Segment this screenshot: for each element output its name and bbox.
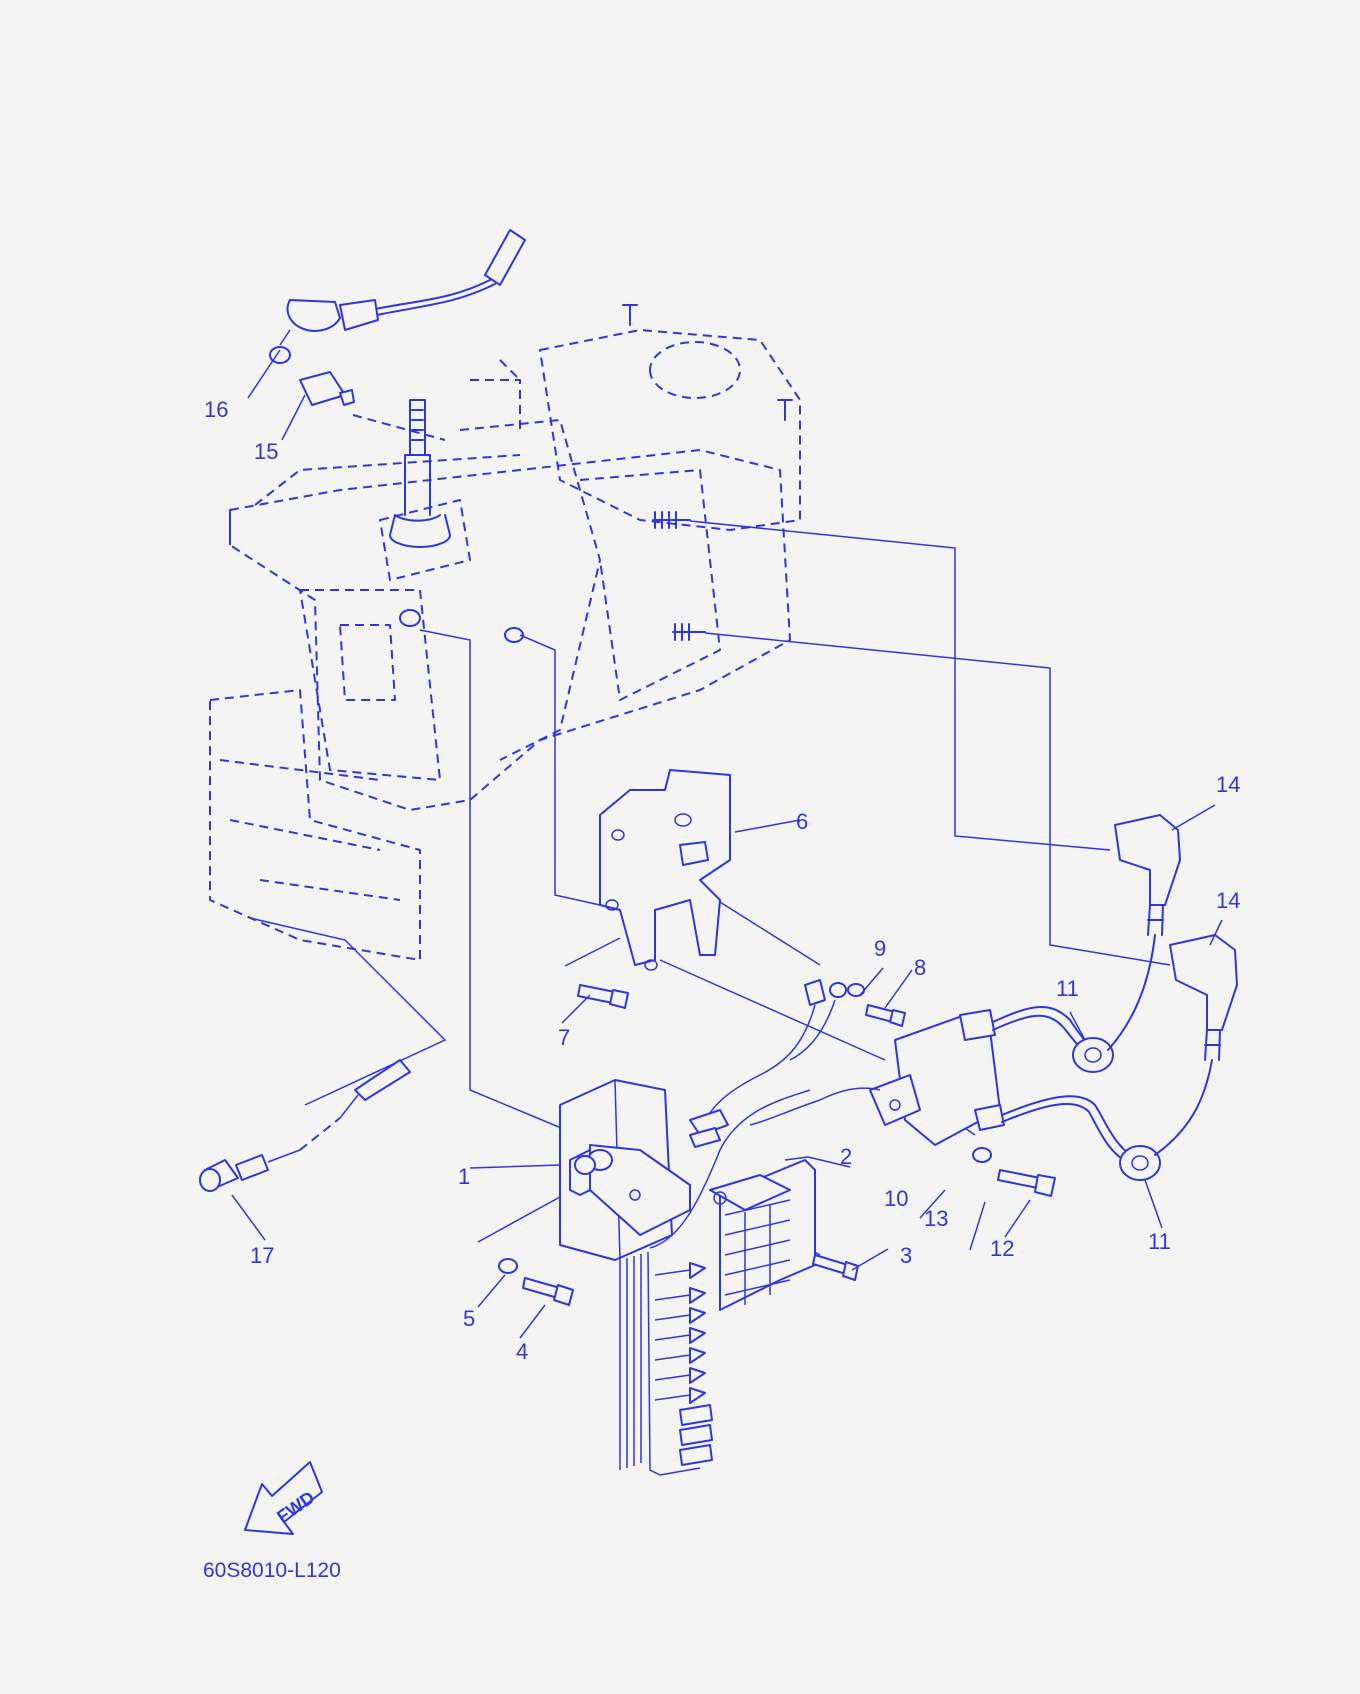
part-2-rectifier	[709, 1159, 816, 1311]
part-13-washer	[972, 1147, 992, 1163]
ground-terminals	[699, 979, 847, 1131]
callout-leaders	[231, 349, 1223, 1339]
callout-label: 3	[900, 1243, 912, 1268]
callout-label: 15	[254, 439, 278, 464]
fwd-arrow-icon: FWD	[244, 1461, 323, 1535]
part-4-bolt	[522, 1277, 574, 1306]
part-11-grommet-upper	[1072, 1037, 1114, 1073]
part-11-grommet-lower	[1119, 1145, 1161, 1181]
callout-label: 8	[914, 955, 926, 980]
part-8-bolt	[865, 1004, 906, 1027]
callout-label: 14	[1216, 888, 1240, 913]
part-1-cdi-unit	[559, 1079, 811, 1476]
part-15-sensor	[299, 371, 355, 406]
callout-label: 7	[558, 1025, 570, 1050]
part-10-ignition-coil	[749, 1006, 1141, 1167]
callout-label: 11	[1056, 976, 1079, 1001]
callout-label: 6	[796, 809, 808, 834]
drawing-code: 60S8010-L120	[203, 1559, 341, 1582]
callout-label: 4	[516, 1339, 528, 1364]
part-5-washer	[498, 1258, 518, 1274]
callout-label: 14	[1216, 772, 1240, 797]
callout-labels: 1 2 3 4 5 6 7 8 9 10 11 11 12 13 14 14 1…	[204, 397, 1240, 1364]
callout-label: 16	[204, 397, 228, 422]
part-3-screw	[812, 1254, 859, 1281]
part-14-plug-cap-upper	[1107, 814, 1181, 1051]
part-6-bracket	[599, 769, 731, 971]
callout-label: 13	[924, 1206, 948, 1231]
part-14-plug-cap-lower	[1154, 934, 1238, 1156]
part-12-bolt	[997, 1169, 1056, 1197]
engine-block	[209, 304, 801, 961]
callout-label: 17	[250, 1243, 274, 1268]
part-7-bolt	[577, 984, 629, 1009]
callout-label: 9	[874, 936, 886, 961]
callout-label: 1	[458, 1164, 470, 1189]
part-16-sensor-lead	[269, 229, 526, 364]
callout-label: 12	[990, 1236, 1014, 1261]
callout-label: 11	[1148, 1229, 1171, 1254]
callout-label: 10	[884, 1186, 908, 1211]
callout-label: 2	[840, 1144, 852, 1169]
part-17-thermo-sensor	[199, 1059, 411, 1192]
callout-label: 5	[463, 1306, 475, 1331]
